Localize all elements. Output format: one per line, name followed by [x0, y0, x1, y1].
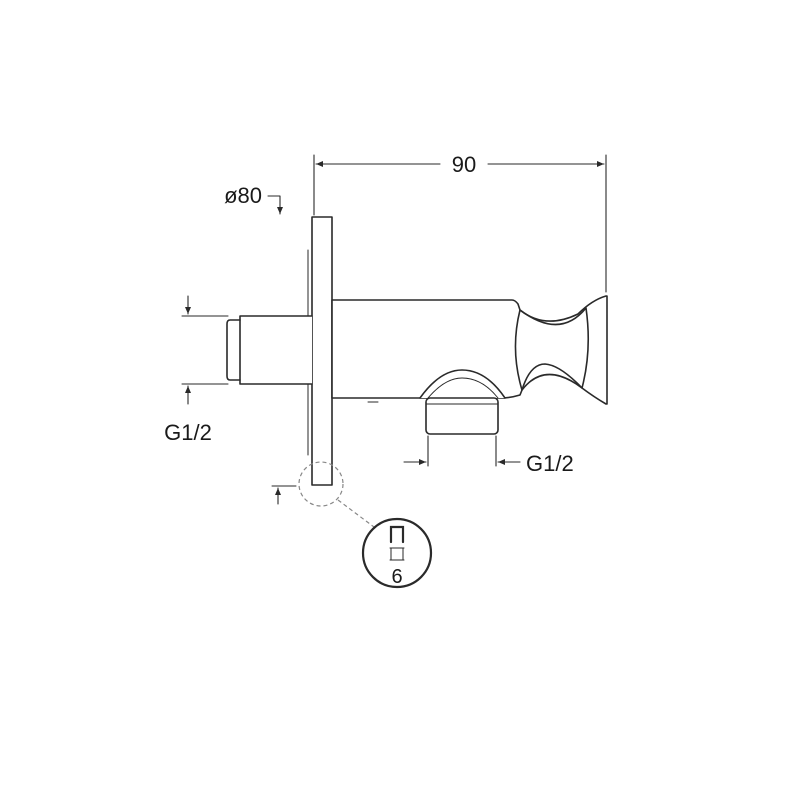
detail-circle — [361, 517, 433, 589]
dim-label-inlet-thread: G1/2 — [164, 420, 212, 445]
dim-label-outlet-thread: G1/2 — [526, 451, 574, 476]
detail-source-circle — [298, 461, 344, 507]
dim-label-90: 90 — [452, 152, 476, 177]
dim-label-detail-depth: 6 — [391, 566, 402, 588]
outlet-dome — [419, 369, 506, 399]
handle-curve — [514, 307, 590, 391]
dim-label-80: ø80 — [224, 183, 262, 208]
detail-leader — [337, 499, 379, 531]
outlet-nut — [425, 397, 499, 435]
inlet-nipple-tip — [226, 319, 241, 381]
wall-flange — [311, 216, 333, 486]
inlet-nipple — [239, 315, 313, 385]
dim-80-leader — [267, 195, 283, 215]
outlet-dome-inner — [427, 377, 499, 399]
detail-channel — [389, 525, 405, 544]
